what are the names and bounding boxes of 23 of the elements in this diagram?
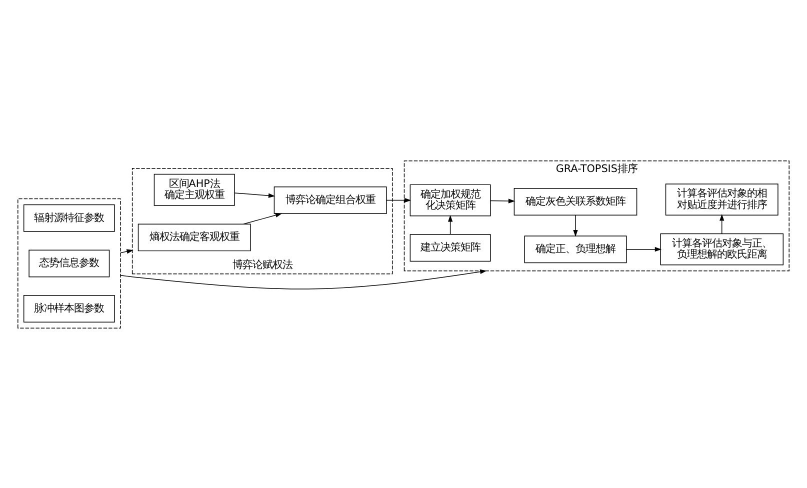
arrow — [448, 214, 453, 234]
node-box: 确定正、负理想解 — [524, 235, 627, 263]
arrow — [120, 268, 487, 289]
node-box: 态势信息参数 — [28, 249, 110, 277]
arrow — [490, 198, 516, 203]
node-box: 脉冲样本图参数 — [23, 294, 115, 322]
node-box: 辐射源特征参数 — [23, 204, 115, 232]
node-box: 确定加权规范化决策矩阵 — [410, 184, 491, 216]
node-box: 计算各评估对象的相对贴近度并进行排序 — [665, 183, 778, 216]
arrow — [626, 246, 662, 252]
node-box: 计算各评估对象与正、负理想解的欧氏距离 — [660, 232, 784, 265]
node-box: 确定灰色关联系数矩阵 — [514, 188, 638, 216]
arrow — [120, 248, 134, 254]
node-box: 建立决策矩阵 — [410, 234, 491, 262]
arrow — [720, 214, 724, 234]
arrow — [243, 212, 282, 224]
node-box: 区间AHP法确定主观权重 — [154, 173, 235, 206]
arrow — [234, 192, 276, 198]
cluster — [18, 198, 121, 328]
node-box: 博弈论确定组合权重 — [274, 186, 387, 214]
arrow — [386, 197, 412, 202]
arrow — [573, 214, 578, 236]
node-box: 熵权法确定客观权重 — [138, 223, 251, 251]
